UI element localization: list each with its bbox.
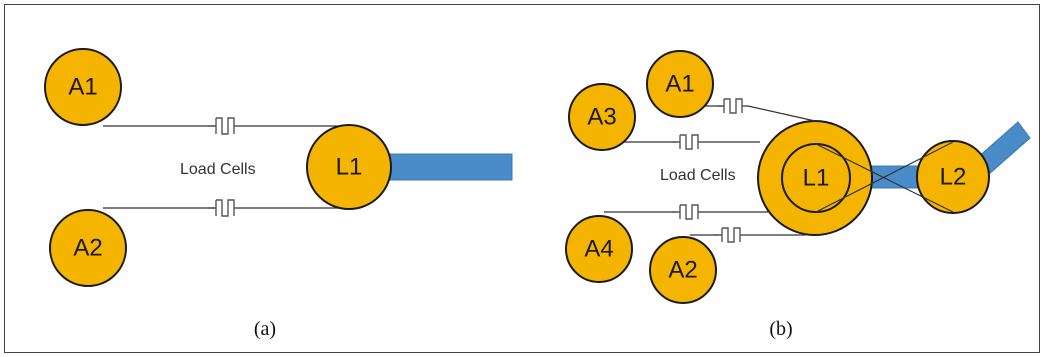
load-cell-b-3: [672, 134, 706, 150]
node-l2-label: L2: [940, 164, 967, 191]
node-l1-circle-a: [306, 124, 392, 210]
node-a3-label-b: A3: [587, 104, 616, 131]
wire-b-a1-right: [747, 105, 816, 122]
cross-wire-2: [815, 141, 954, 213]
cross-wire-1: [815, 143, 954, 213]
node-a4-label-b: A4: [584, 236, 613, 263]
caption-a: (a): [254, 318, 276, 340]
node-a1-label-a: A1: [68, 74, 97, 101]
figure-frame: [4, 4, 1040, 353]
load-cell-b-2: [714, 227, 748, 243]
node-a1-circle-a: [44, 48, 122, 126]
node-l2-circle: [916, 140, 990, 214]
node-a2-label-a: A2: [73, 235, 102, 262]
panel-b: Load Cells L1 L2 A1 A3 A4 A2 (b): [565, 50, 1031, 340]
node-a2-label-b: A2: [668, 257, 697, 284]
node-l1-label-a: L1: [336, 154, 363, 181]
node-a2-circle-b: [649, 236, 717, 304]
caption-b: (b): [769, 318, 792, 340]
node-l1-label-b: L1: [803, 165, 830, 192]
load-cells-label-b: Load Cells: [660, 167, 736, 184]
load-cells-label-a: Load Cells: [180, 161, 256, 178]
load-cell-b-1: [718, 98, 748, 114]
load-cell-a-top: [208, 117, 242, 135]
node-a1-label-b: A1: [665, 71, 694, 98]
load-cell-a-bottom: [208, 199, 242, 217]
panel-a: Load Cells A1 A2 L1 (a): [44, 48, 513, 340]
load-cell-b-4: [672, 204, 706, 220]
node-a2-circle-a: [49, 209, 127, 287]
node-a4-circle-b: [565, 215, 633, 283]
node-a3-circle-b: [568, 83, 636, 151]
node-a1-circle-b: [646, 50, 714, 118]
link-bar-a: [385, 153, 513, 181]
